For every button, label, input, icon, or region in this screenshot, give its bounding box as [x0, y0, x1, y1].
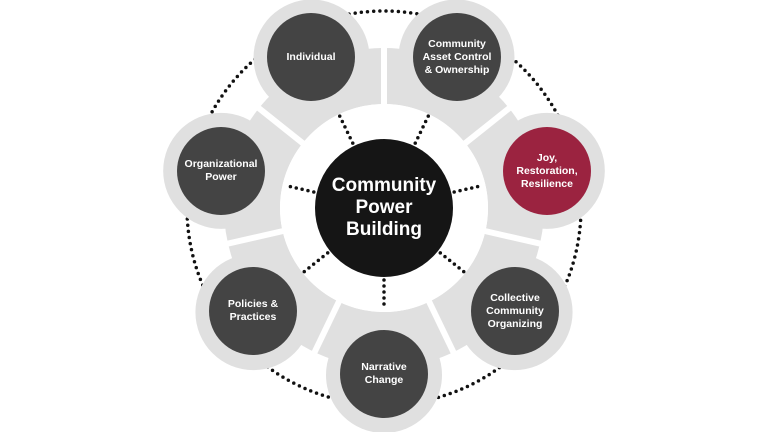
node-label: Asset Control [422, 50, 492, 63]
node-label: Organizational [184, 158, 258, 170]
node-individual: Individual [267, 13, 355, 101]
node-narrative-change: Narrative Change [340, 330, 428, 418]
node-label: Organizing [487, 317, 543, 330]
node-label: Community [428, 37, 486, 50]
center-label: Power [355, 197, 413, 218]
node-label: Individual [286, 50, 336, 63]
segment-divider [460, 102, 515, 148]
node-label: Power [205, 171, 237, 183]
node-community-asset-control: Community Asset Control & Ownership [413, 13, 501, 101]
node-label: Change [364, 374, 404, 386]
node-joy-restoration-resilience: Joy, Restoration, Resilience [503, 127, 591, 215]
dotted-spoke [438, 251, 466, 274]
segment-divider [309, 296, 344, 358]
center-label: Community [331, 175, 437, 196]
center-label: Building [346, 219, 422, 240]
segment-divider [480, 227, 546, 248]
node-label: Policies & [227, 298, 279, 310]
dotted-spoke [413, 114, 431, 145]
node-label: Community [486, 304, 544, 317]
segment-divider [222, 227, 288, 248]
dotted-spoke [452, 183, 486, 194]
node-collective-community-organizing: Collective Community Organizing [471, 267, 559, 355]
segment-divider [253, 102, 308, 148]
dotted-spoke [302, 251, 330, 274]
node-label: Restoration, [516, 164, 578, 177]
dotted-spoke [337, 114, 355, 145]
node-label: Practices [229, 311, 277, 323]
dotted-spoke [282, 183, 316, 194]
node-label: Collective [490, 291, 540, 304]
node-label: Resilience [521, 177, 573, 190]
node-label: & Ownership [424, 63, 490, 76]
node-label: Joy, [536, 151, 558, 164]
segment-divider [424, 296, 459, 358]
node-label: Narrative [361, 361, 407, 373]
center-community-power-building: Community Power Building [315, 139, 453, 277]
node-policies-practices: Policies & Practices [209, 267, 297, 355]
node-organizational-power: Organizational Power [177, 127, 265, 215]
